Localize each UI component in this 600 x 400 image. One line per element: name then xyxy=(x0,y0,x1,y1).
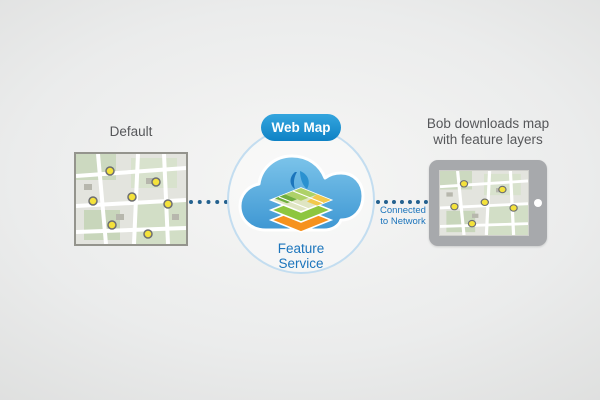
street-map-icon xyxy=(75,153,187,245)
street-map-icon xyxy=(439,170,529,236)
dotted-connector-left xyxy=(189,200,228,204)
street-map-thumbnail xyxy=(74,152,188,246)
street-map-thumbnail xyxy=(439,170,529,236)
connection-label: Connected to Network xyxy=(380,205,426,227)
tablet-device xyxy=(429,160,547,246)
dotted-connector-right xyxy=(376,200,428,204)
web-map-badge: Web Map xyxy=(261,114,341,141)
map-layers-icon xyxy=(267,170,335,236)
tablet-camera-dot xyxy=(534,199,542,207)
feature-service-label: Feature Service xyxy=(277,241,325,271)
right-title: Bob downloads map with feature layers xyxy=(426,116,550,147)
left-map-title: Default xyxy=(109,124,153,139)
